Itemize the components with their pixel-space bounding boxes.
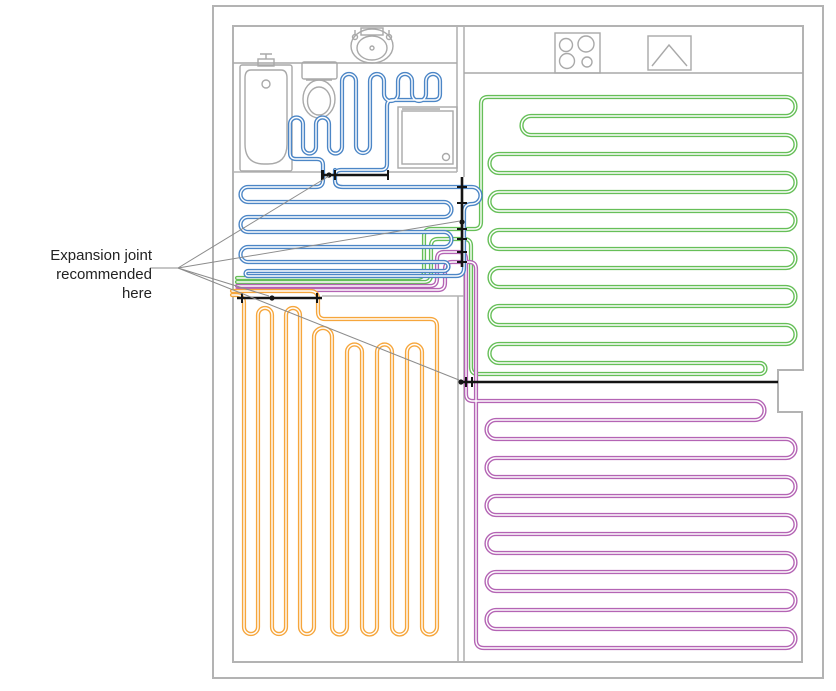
expansion-joint-floor-field [458,377,778,387]
bathroom-walls [233,26,465,296]
expansion-joint-room-door [237,293,322,303]
shower-icon [397,106,458,169]
circuit-purple-living-area [237,252,796,648]
expansion-joint-annotation: Expansion joint recommended here [24,246,152,303]
kitchen-fixtures [554,32,692,74]
expansion-joint-hall-opening [457,177,467,267]
toilet-icon [301,61,338,119]
circuit-orange-lower-left-room [232,291,437,635]
inner-wall-perimeter [232,25,804,663]
kitchen-sink-icon [647,35,692,71]
hob-icon [554,32,601,74]
outer-wall [212,5,824,679]
annotation-line-3: here [121,285,152,302]
leader-lines [150,175,461,381]
annotation-line-2: recommended [56,266,152,283]
annotation-line-1: Expansion joint [50,247,152,264]
bathtub-icon [239,53,293,172]
circuit-green-kitchen [237,97,796,374]
washbasin-icon [350,27,394,64]
heating-pipes [232,74,796,648]
